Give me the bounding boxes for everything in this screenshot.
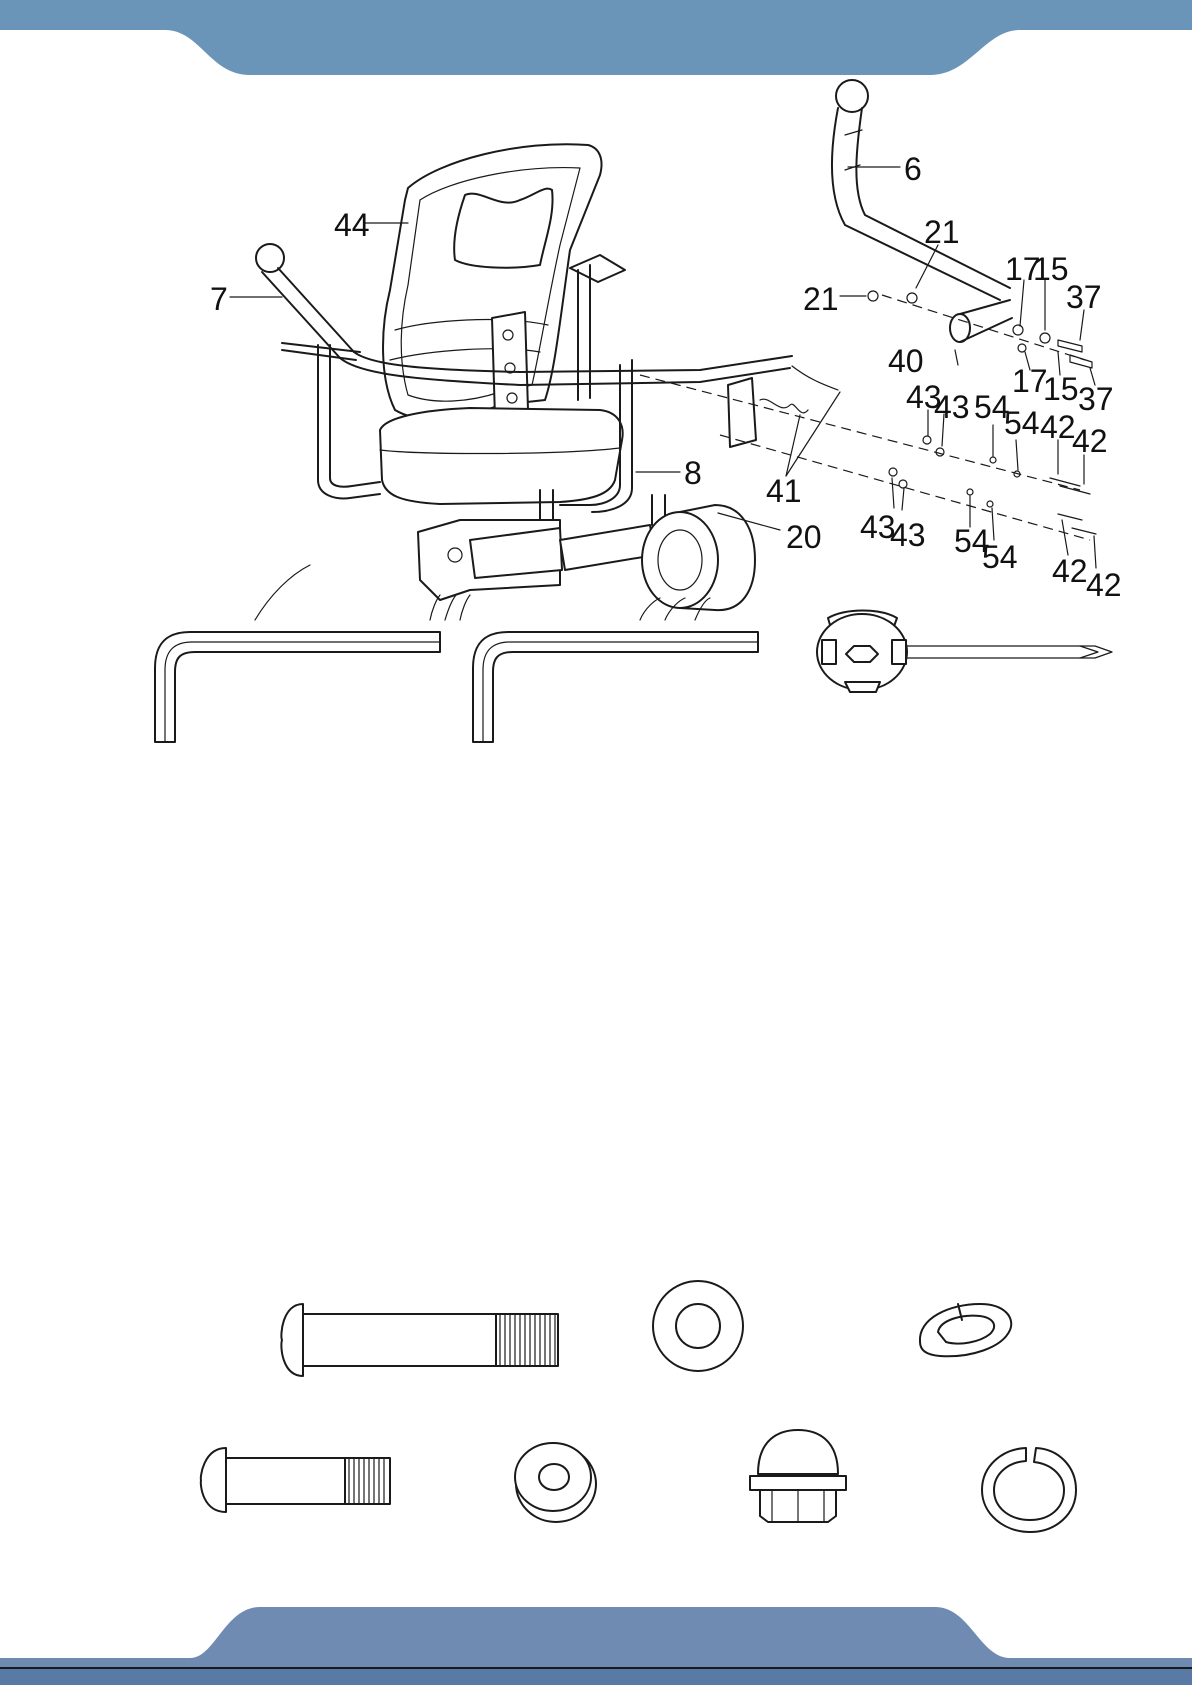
callout-21-left: 21 <box>803 281 839 317</box>
wheel-arc <box>255 565 310 620</box>
base-frame <box>418 490 665 600</box>
footer-strip <box>0 1668 1192 1685</box>
callout-41: 41 <box>766 473 802 509</box>
flat-washer <box>653 1281 743 1371</box>
allen-key-2 <box>473 632 758 742</box>
spring-washer <box>920 1304 1011 1356</box>
callout-7: 7 <box>210 281 228 317</box>
callout-42-a: 42 <box>1040 409 1076 445</box>
assembly-drawing: 6 44 7 21 21 17 15 37 40 17 15 37 43 43 … <box>210 80 1122 620</box>
short-bolt <box>201 1448 390 1512</box>
callout-6: 6 <box>904 151 922 187</box>
callout-54-d: 54 <box>982 539 1018 575</box>
long-bolt <box>281 1304 558 1376</box>
callout-20: 20 <box>786 519 822 555</box>
callout-42-c: 42 <box>1052 553 1088 589</box>
allen-key-1 <box>155 632 440 742</box>
callout-44: 44 <box>334 207 370 243</box>
callout-37-top: 37 <box>1066 279 1102 315</box>
mounting-plate <box>728 378 756 447</box>
callout-54-b: 54 <box>1004 405 1040 441</box>
header-band <box>0 0 1192 75</box>
callout-43-d: 43 <box>890 517 926 553</box>
seat-cushion <box>380 408 623 504</box>
callout-42-b: 42 <box>1072 423 1108 459</box>
callout-15-bottom: 15 <box>1043 371 1079 407</box>
thick-washer <box>515 1443 596 1522</box>
callout-42-d: 42 <box>1086 567 1122 603</box>
split-ring-washer <box>982 1448 1076 1532</box>
handlebar-right <box>832 80 1012 365</box>
multi-wrench-screwdriver <box>817 611 1112 693</box>
roller <box>642 505 755 610</box>
callout-40: 40 <box>888 343 924 379</box>
callout-21-top: 21 <box>924 214 960 250</box>
callout-43-b: 43 <box>934 389 970 425</box>
callout-37-bottom: 37 <box>1078 381 1114 417</box>
acorn-nut <box>750 1430 846 1522</box>
callout-8: 8 <box>684 455 702 491</box>
callout-15-top: 15 <box>1033 251 1069 287</box>
